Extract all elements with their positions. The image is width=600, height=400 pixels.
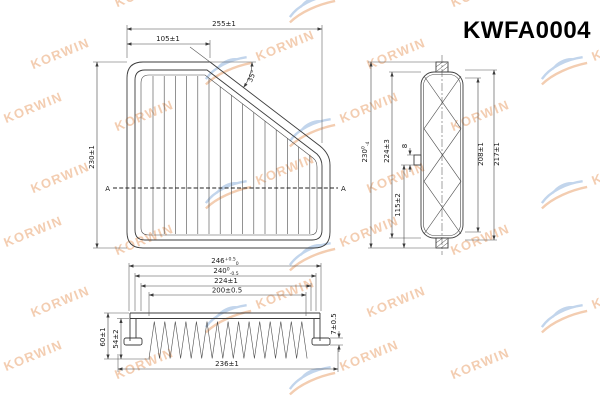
seal-foot-left	[123, 337, 143, 346]
dim-text-tab: 8	[401, 144, 409, 148]
watermark-unit: KORWIN	[282, 86, 402, 150]
dim-text-tab-offset: 115±2	[394, 193, 402, 217]
dim-text-width-media: 200±0.5	[212, 287, 242, 295]
top-view-drawing: 255±1 105±1 230±1 35° A A	[88, 20, 346, 249]
brand-logo-swoosh	[540, 304, 588, 334]
dim-text-width-outer: 246+0.50	[211, 256, 239, 266]
extension-lines	[104, 263, 343, 372]
watermark-unit: KORWIN	[534, 24, 600, 88]
brand-logo-swoosh	[288, 118, 336, 148]
section-label-left: A	[105, 185, 110, 193]
watermark-unit: KORWIN	[534, 272, 600, 336]
dim-text-top-edge: 105±1	[156, 35, 180, 43]
media-lattice-line	[423, 181, 462, 235]
part-number-title: KWFA0004	[463, 17, 591, 44]
section-a-a-drawing: 246+0.50 2400-0.5 224±1 200±0.5 236±1 60…	[99, 256, 343, 372]
extension-lines	[93, 25, 323, 249]
media-lattice-group	[423, 75, 462, 235]
dim-text-body: 224±3	[383, 139, 391, 163]
brand-logo-swoosh	[540, 56, 588, 86]
dim-text-outer: 217±1	[493, 142, 501, 166]
frame-band	[129, 312, 321, 341]
dim-text-width-inner: 224±1	[214, 277, 238, 285]
brand-logo-swoosh	[540, 180, 588, 210]
dim-text-height-outer: 60±1	[99, 327, 107, 346]
angle-arc	[243, 61, 254, 88]
dim-text-inner: 208±1	[477, 142, 485, 166]
watermark-unit: KORWIN	[282, 0, 402, 26]
section-label-right: A	[341, 185, 346, 193]
filter-media-edge	[140, 74, 318, 236]
dim-text-step-height: 7±0.5	[330, 313, 338, 334]
side-view-drawing: 2300-4 224±3 8 115±2 208±1 217±1	[360, 55, 501, 255]
media-lattice-line	[423, 75, 462, 129]
pleated-media-profile	[148, 321, 308, 359]
side-clip-tab	[413, 154, 422, 166]
dim-text-width-frame: 2400-0.5	[213, 266, 238, 276]
pleated-media-group	[148, 321, 308, 359]
media-lattice-line	[423, 128, 462, 182]
dim-text-width-bottom: 236±1	[215, 360, 239, 368]
filter-outline-outer	[126, 61, 331, 249]
filter-outline-inner	[134, 69, 323, 241]
dim-text-overall-width: 255±1	[212, 20, 236, 28]
dim-text-height: 230±1	[88, 145, 96, 169]
dim-text-angle: 35°	[246, 69, 258, 84]
pleat-lines-group	[152, 76, 311, 234]
dim-text-overall: 2300-4	[360, 141, 370, 162]
dim-text-height-inner: 54±2	[112, 329, 120, 348]
brand-logo-swoosh	[288, 0, 336, 24]
seal-foot-right	[311, 337, 331, 346]
watermark-unit: KORWIN	[534, 148, 600, 212]
